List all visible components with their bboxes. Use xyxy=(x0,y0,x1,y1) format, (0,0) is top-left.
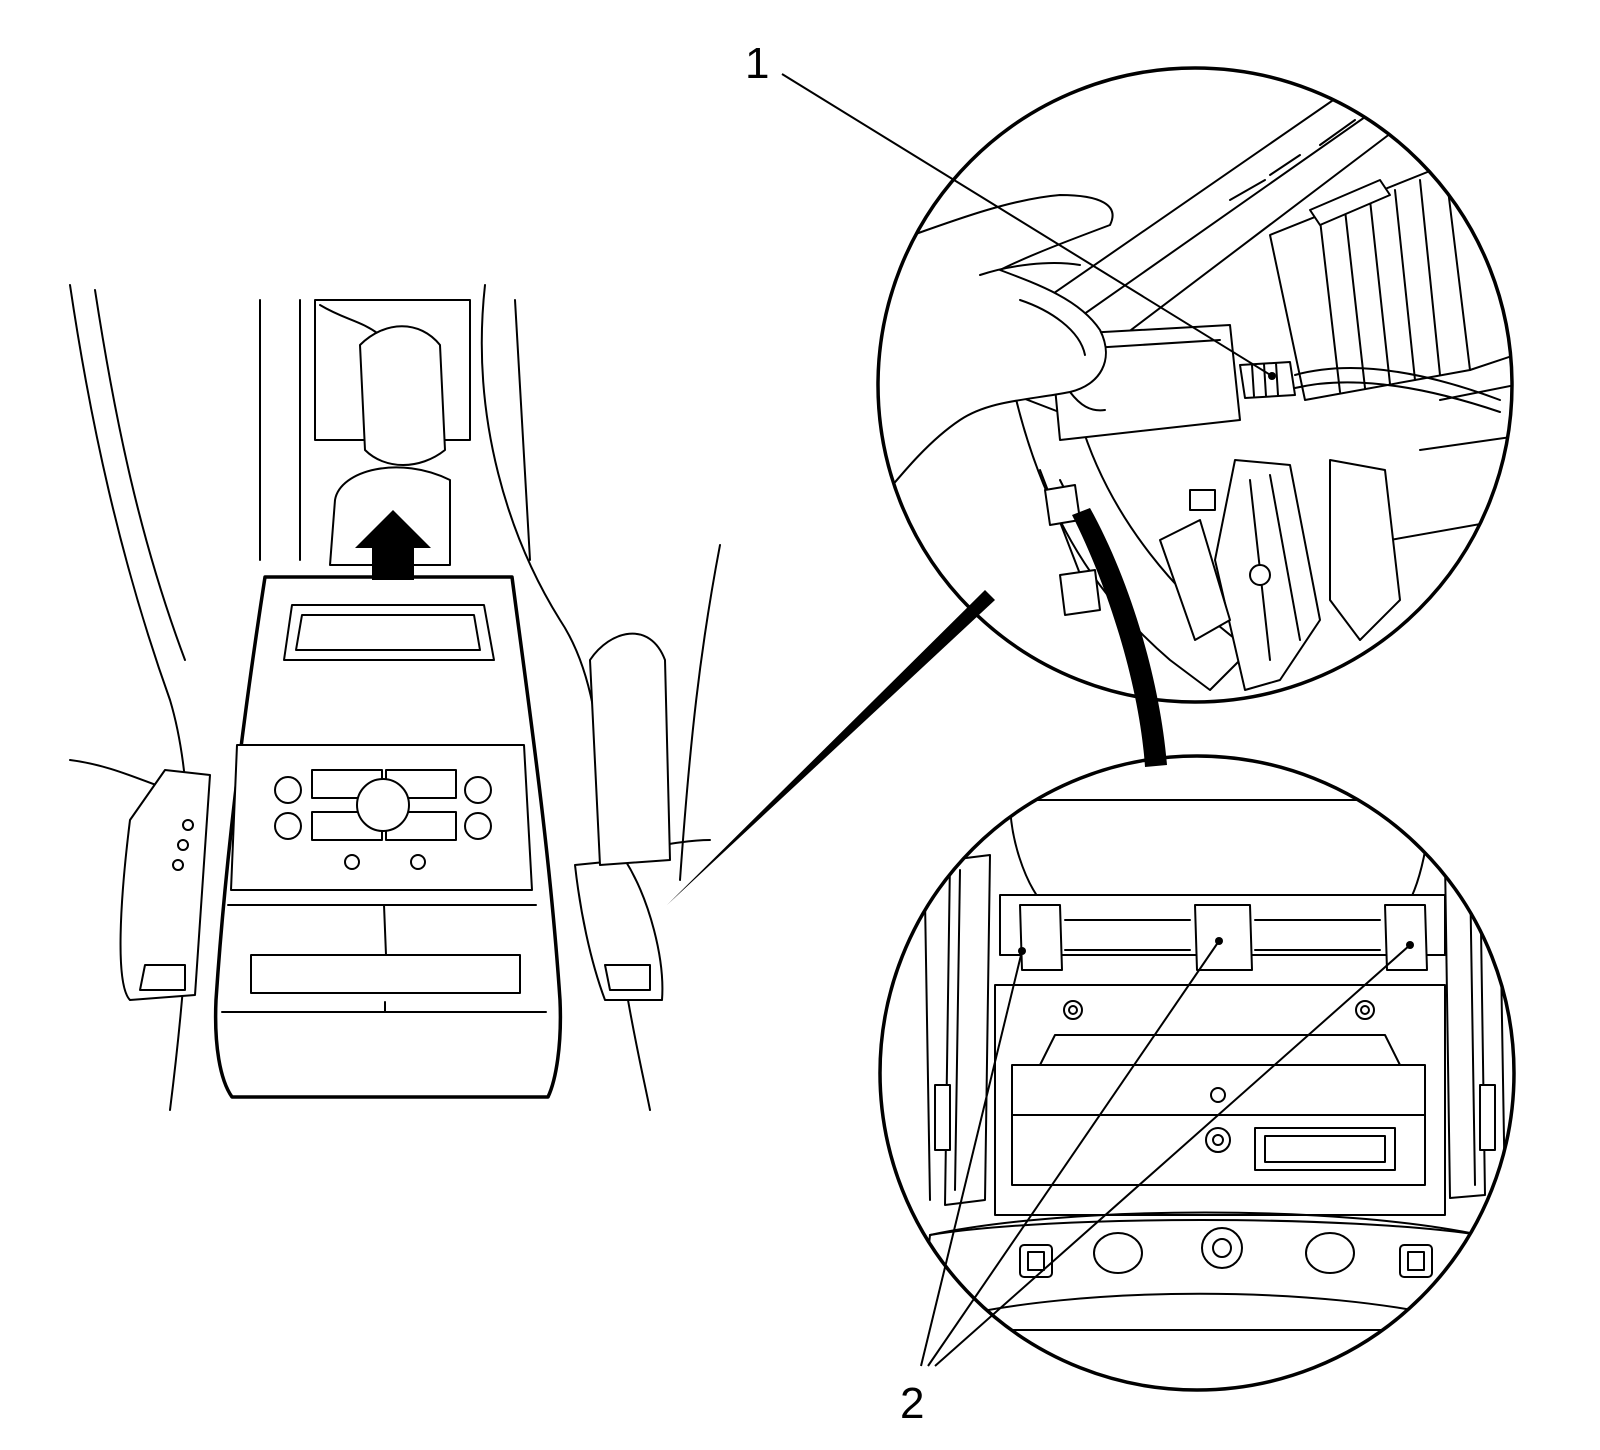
retainer-clip-center xyxy=(1194,904,1253,971)
shifter-handle xyxy=(359,325,446,466)
detail-circle-top xyxy=(876,66,1514,704)
magnifier-pointer xyxy=(667,590,995,905)
detail-link-band xyxy=(1072,508,1167,767)
technician-hand xyxy=(878,194,1114,501)
detail-circle-bottom xyxy=(878,754,1516,1392)
electrical-connector xyxy=(1239,361,1296,399)
leader-line-2c xyxy=(934,944,1411,1367)
leader-line-2b xyxy=(927,940,1220,1367)
callout-label-2: 2 xyxy=(900,1379,924,1428)
top-trim xyxy=(1009,799,1431,901)
leader-line-2a xyxy=(920,950,1023,1367)
center-dial xyxy=(356,778,410,832)
control-knob-1 xyxy=(274,776,302,804)
retainer-clip-right xyxy=(1384,904,1428,971)
callout-1: 1 xyxy=(745,39,1276,380)
retainer-detail-view xyxy=(878,754,1516,1392)
control-knob-2 xyxy=(274,812,302,840)
leader-line-1 xyxy=(781,73,1273,377)
up-arrow-icon xyxy=(355,510,431,580)
callout-label-1: 1 xyxy=(745,39,769,88)
retainer-clip-left xyxy=(1019,904,1063,971)
control-knob-3 xyxy=(464,776,492,804)
module-connector xyxy=(1254,1127,1396,1171)
console-overview xyxy=(69,284,721,1111)
callout-2: 2 xyxy=(900,937,1414,1428)
control-knob-4 xyxy=(464,812,492,840)
connector-detail-view xyxy=(876,66,1514,704)
lower-slot xyxy=(250,954,521,994)
storage-bin xyxy=(283,604,495,661)
wire-harness xyxy=(1294,367,1501,401)
